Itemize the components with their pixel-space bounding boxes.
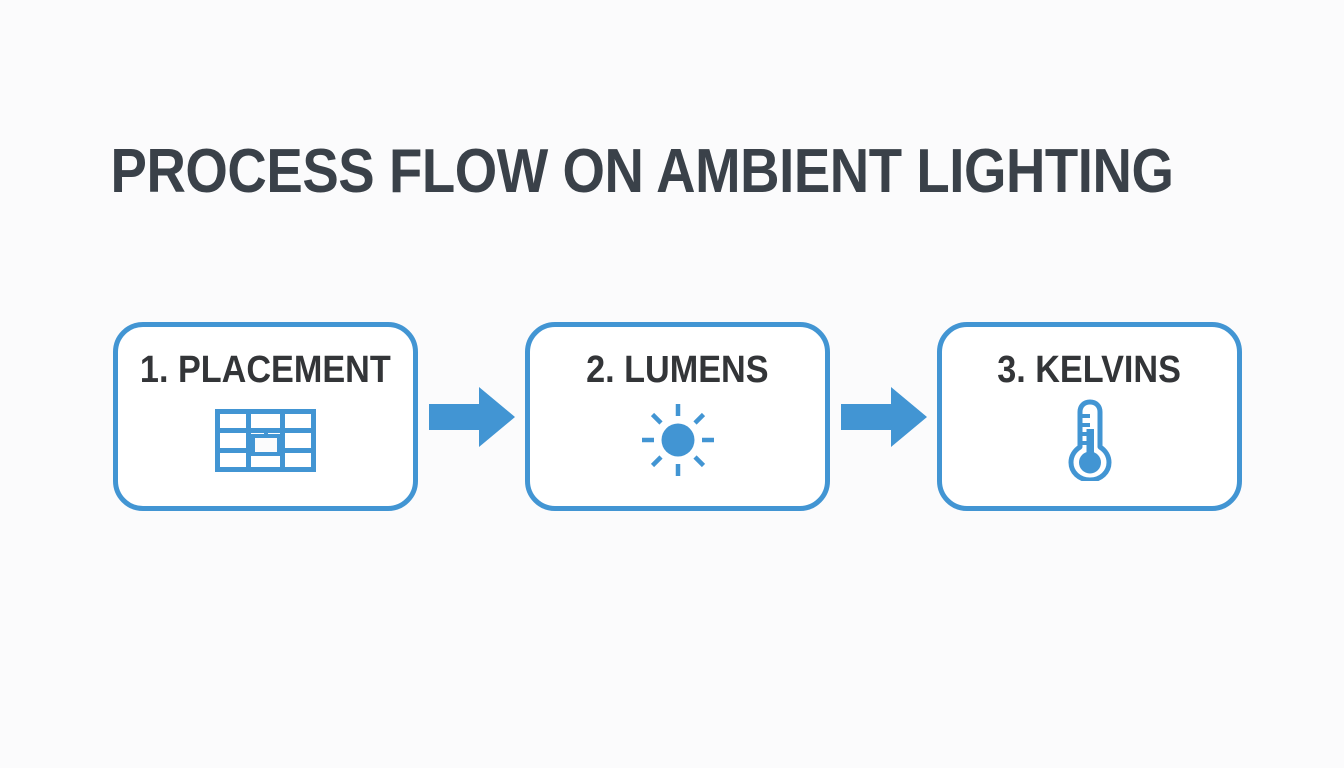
flow-step-label: 2. LUMENS: [586, 349, 769, 391]
flow-step-placement[interactable]: 1. PLACEMENT: [113, 322, 418, 511]
flow-step-label: 1. PLACEMENT: [140, 349, 391, 391]
thermometer-icon: [1038, 399, 1142, 481]
floorplan-grid-icon: [214, 405, 318, 475]
page-title: PROCESS FLOW ON AMBIENT LIGHTING: [110, 137, 1174, 206]
sun-brightness-icon: [626, 404, 730, 476]
flow-step-kelvins[interactable]: 3. KELVINS: [937, 322, 1242, 511]
flow-step-lumens[interactable]: 2. LUMENS: [525, 322, 830, 511]
flow-step-label: 3. KELVINS: [997, 349, 1182, 391]
arrow-right-icon: [428, 386, 515, 448]
arrow-right-icon: [840, 386, 927, 448]
process-flow-row: 1. PLACEMENT: [113, 322, 1242, 511]
